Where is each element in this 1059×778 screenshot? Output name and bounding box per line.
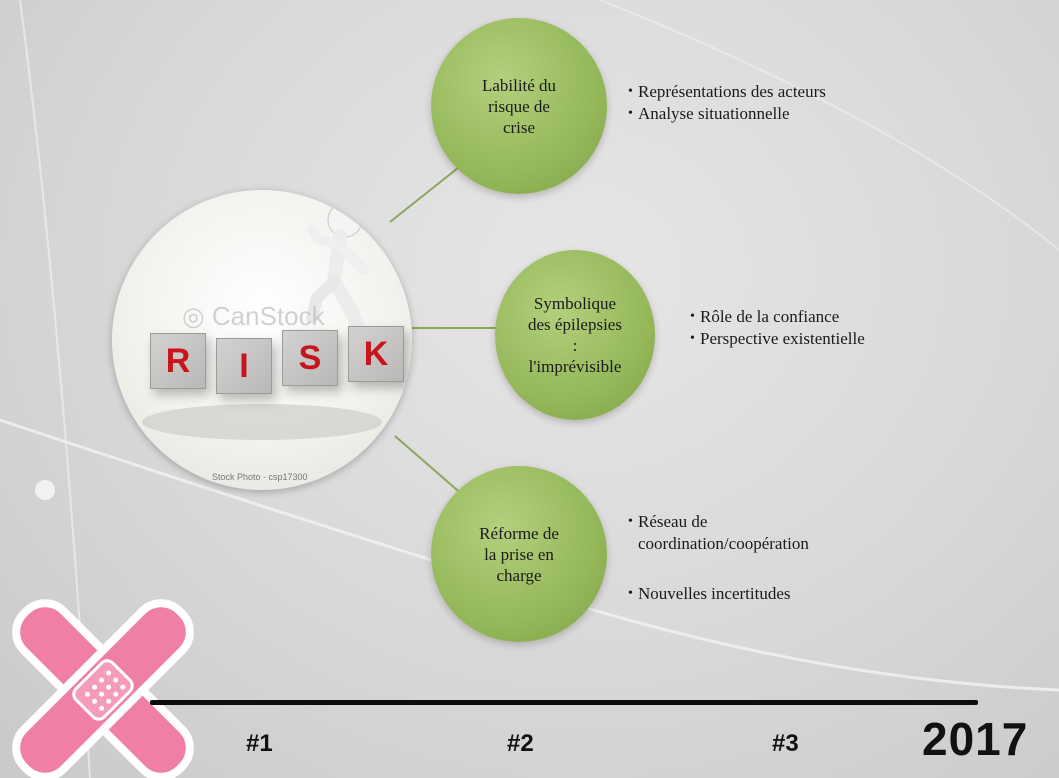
bullet-list-1: Représentations des acteurs Analyse situ… [628,81,826,125]
bullet-item: Représentations des acteurs [628,81,826,103]
timeline-label-2: #2 [507,730,534,757]
risk-cube-r: R [150,333,206,389]
risk-hub-image: ◎ CanStock R I S K Stock Photo - csp1730… [112,190,412,490]
bullet-item: Analyse situationnelle [628,103,826,125]
node-reforme-prise-en-charge: Réforme de la prise en charge [431,466,607,642]
photo-caption: Stock Photo - csp17300 [212,472,308,482]
timeline-bar [150,700,978,705]
bullet-item: Perspective existentielle [690,328,865,350]
node-labilite-risque: Labilité du risque de crise [431,18,607,194]
node-label: Réforme de la prise en charge [479,523,559,585]
bullet-item: Réseau de coordination/coopération [628,511,809,555]
timeline-label-3: #3 [772,730,799,757]
svg-text:◎ CanStock: ◎ CanStock [182,301,326,331]
timeline-year: 2017 [922,713,1029,765]
node-label: Symbolique des épilepsies : l'imprévisib… [528,294,622,376]
crossed-bandage-icon [12,599,194,778]
node-symbolique-epilepsies: Symbolique des épilepsies : l'imprévisib… [495,250,655,420]
risk-cube-i: I [216,338,272,394]
risk-cube-s: S [282,330,338,386]
risk-figure-illustration: ◎ CanStock [142,202,382,440]
bullet-list-2: Rôle de la confiance Perspective existen… [690,306,865,350]
bullet-item: Nouvelles incertitudes [628,583,809,605]
risk-cube-k: K [348,326,404,382]
timeline-label-1: #1 [246,730,273,757]
bullet-item: Rôle de la confiance [690,306,865,328]
node-label: Labilité du risque de crise [481,75,557,137]
bullet-list-3: Réseau de coordination/coopération Nouve… [628,511,809,605]
